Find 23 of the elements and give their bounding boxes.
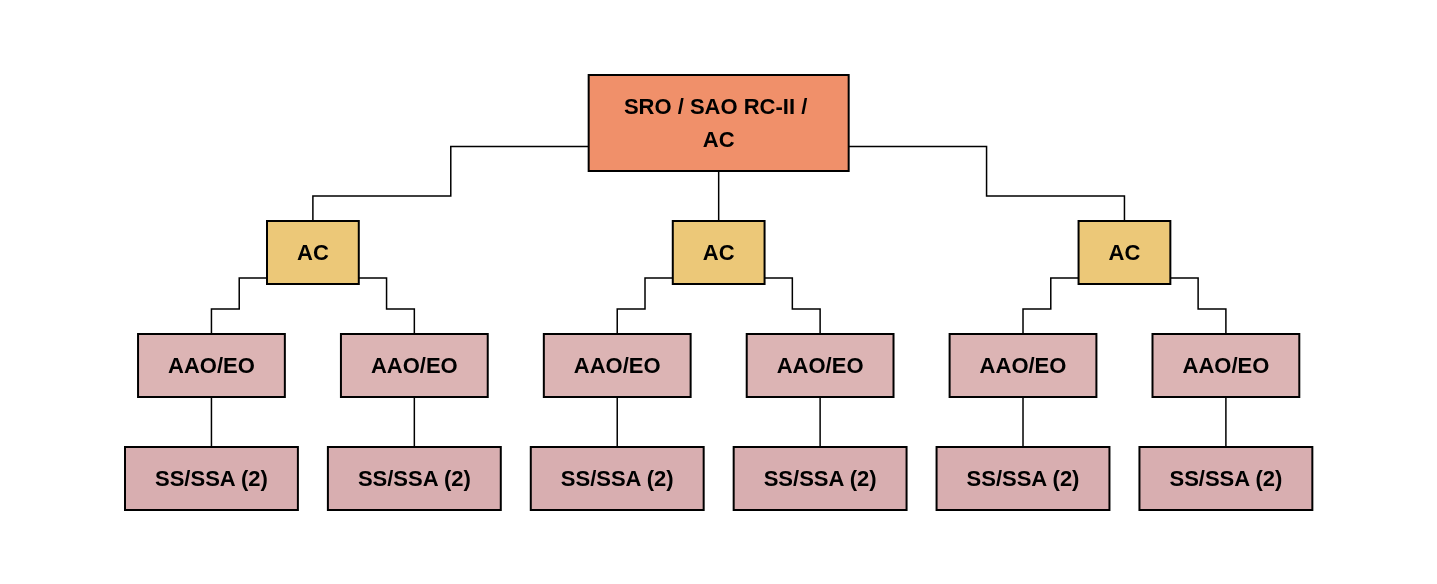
node-box: SS/SSA (2): [326, 445, 502, 511]
node-box: AAO/EO: [745, 332, 895, 398]
connector: [819, 395, 821, 448]
node-box: AAO/EO: [948, 332, 1098, 398]
connector: [616, 395, 618, 448]
connector: [1225, 395, 1227, 448]
node-box: SRO / SAO RC-II / AC: [587, 73, 850, 172]
connector: [210, 395, 212, 448]
node-box: AC: [265, 219, 360, 285]
connector: [413, 395, 415, 448]
node-box: AAO/EO: [542, 332, 692, 398]
node-box: SS/SSA (2): [123, 445, 299, 511]
node-box: SS/SSA (2): [935, 445, 1111, 511]
node-box: AAO/EO: [1151, 332, 1301, 398]
node-box: AC: [671, 219, 766, 285]
connector: [1022, 395, 1024, 448]
node-box: SS/SSA (2): [732, 445, 908, 511]
connector: [717, 169, 720, 222]
node-box: AAO/EO: [136, 332, 286, 398]
node-box: AC: [1077, 219, 1172, 285]
node-box: SS/SSA (2): [529, 445, 705, 511]
node-box: SS/SSA (2): [1138, 445, 1314, 511]
node-box: AAO/EO: [339, 332, 489, 398]
